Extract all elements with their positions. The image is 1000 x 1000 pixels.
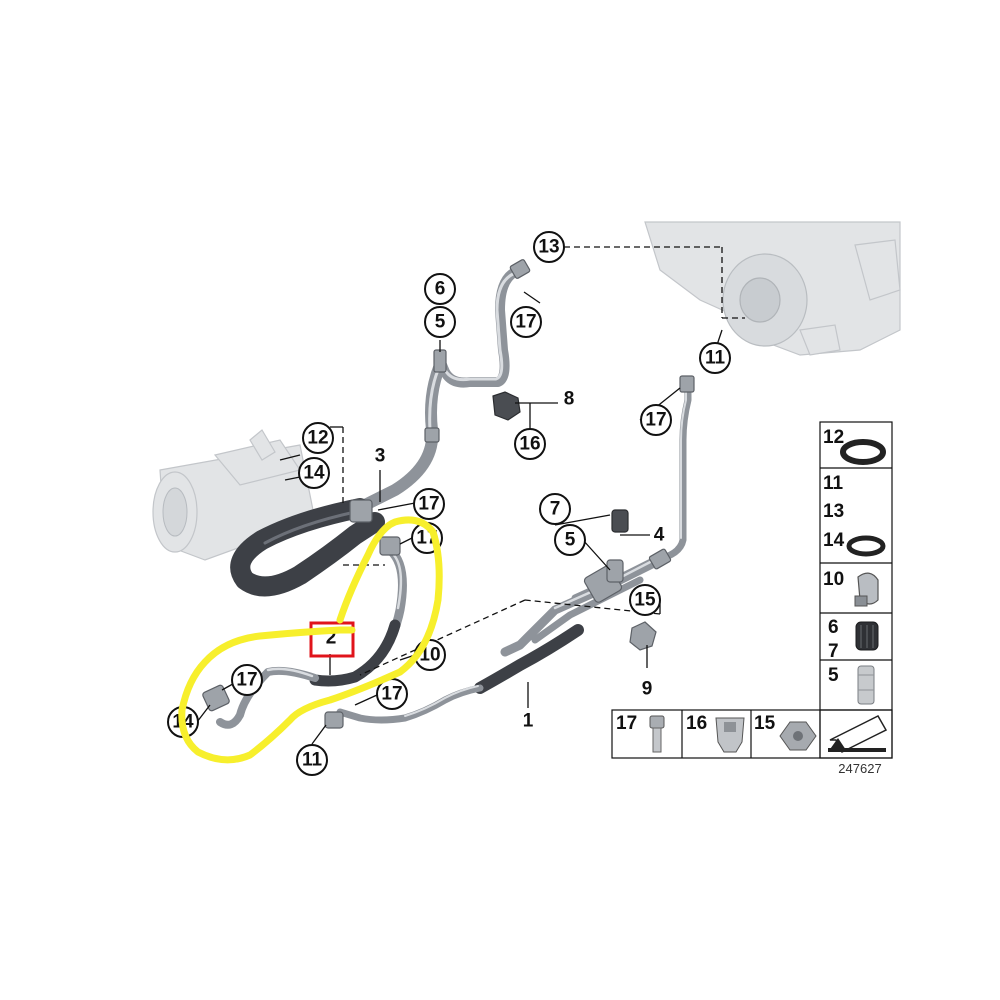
label-part-4: 4 [654, 525, 665, 546]
legend-5-label: 5 [828, 665, 839, 686]
clip-nut-icon [715, 717, 745, 753]
svg-text:10: 10 [419, 645, 440, 666]
label-part-2: 2 [326, 628, 337, 649]
fittings [202, 259, 695, 729]
hose-clip-icon [854, 572, 879, 607]
legend-bottom: 17 16 15 [611, 709, 893, 759]
callout-12: 12 [302, 422, 334, 454]
bolt-icon [649, 715, 665, 753]
legend-11-label: 11 [823, 473, 844, 494]
legend-10-label: 10 [823, 569, 844, 590]
svg-text:11: 11 [302, 750, 323, 771]
callout-7: 7 [539, 493, 571, 525]
label-part-3: 3 [375, 446, 386, 467]
label-part-9: 9 [642, 679, 653, 700]
callout-10: 10 [414, 639, 446, 671]
svg-text:17: 17 [236, 670, 257, 691]
label-part-8: 8 [564, 389, 575, 410]
svg-text:6: 6 [435, 279, 446, 300]
callout-17-hose3: 17 [413, 488, 445, 520]
callout-17-mid-right: 17 [640, 404, 672, 436]
legend-6-label: 6 [828, 617, 839, 638]
svg-text:17: 17 [381, 684, 402, 705]
callout-6: 6 [424, 273, 456, 305]
hose-1 [336, 624, 584, 724]
legend-17-label: 17 [616, 713, 637, 734]
callout-17-top: 17 [510, 306, 542, 338]
callout-13-top: 13 [533, 231, 565, 263]
pipe-13 [435, 267, 520, 388]
callout-5-mid: 5 [554, 524, 586, 556]
o-ring-icon [846, 535, 886, 557]
legend-7-label: 7 [828, 641, 839, 662]
legend-15-label: 15 [754, 713, 776, 734]
svg-text:13: 13 [538, 237, 559, 258]
legend-13-label: 13 [823, 501, 844, 522]
hex-nut-icon [779, 721, 817, 751]
svg-text:12: 12 [307, 428, 328, 449]
callout-5-top: 5 [424, 306, 456, 338]
label-part-1: 1 [523, 711, 534, 732]
svg-text:16: 16 [519, 434, 540, 455]
svg-text:7: 7 [550, 499, 561, 520]
legend-right: 12 11 13 14 10 6 7 5 [819, 421, 893, 759]
legend-16-label: 16 [686, 713, 707, 734]
compressor-ghost [152, 429, 316, 561]
svg-text:17: 17 [418, 494, 439, 515]
valve-core-icon [857, 665, 875, 705]
svg-text:11: 11 [705, 348, 726, 369]
callout-17-lower-left: 17 [231, 664, 263, 696]
svg-text:5: 5 [435, 312, 446, 333]
svg-text:15: 15 [634, 590, 656, 611]
callout-11-bottom: 11 [296, 744, 328, 776]
svg-text:5: 5 [565, 530, 576, 551]
part-2-highlight-box [309, 621, 355, 658]
pipe-17-vertical [571, 376, 692, 602]
svg-text:14: 14 [303, 463, 325, 484]
legend-14-label: 14 [823, 530, 845, 551]
o-ring-icon [840, 439, 886, 465]
callout-11-top: 11 [699, 342, 731, 374]
svg-text:17: 17 [645, 410, 666, 431]
callout-15: 15 [629, 584, 661, 616]
yellow-highlight-outline [178, 516, 443, 764]
direction-arrow-icon [828, 715, 888, 754]
valve-cap-icon [855, 621, 879, 651]
evaporator-ghost [644, 221, 901, 356]
callout-16: 16 [514, 428, 546, 460]
figure-number: 247627 [838, 761, 881, 776]
svg-text:17: 17 [515, 312, 536, 333]
callout-14-compressor: 14 [298, 457, 330, 489]
legend-12-label: 12 [823, 427, 844, 448]
